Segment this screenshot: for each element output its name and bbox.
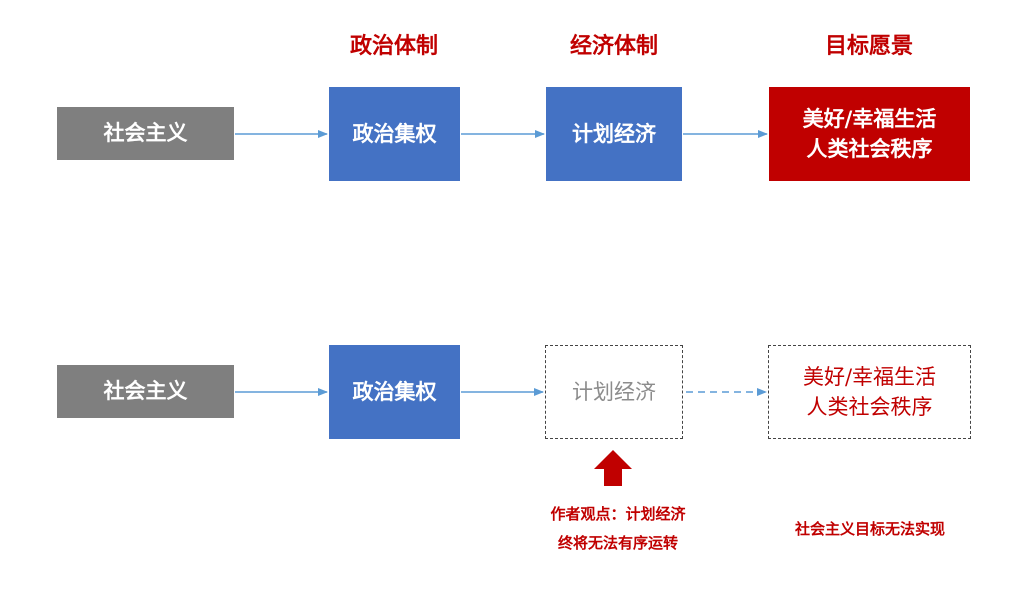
r1-planned-economy-box: 计划经济 xyxy=(546,87,682,181)
r2-planned-economy-label: 计划经济 xyxy=(572,379,656,404)
r2-socialism-label: 社会主义 xyxy=(103,378,188,404)
header-political-system: 政治体制 xyxy=(349,33,438,59)
r1-goal-line2: 人类社会秩序 xyxy=(806,136,933,161)
header-economic-system: 经济体制 xyxy=(569,33,658,59)
r2-goal-dashed-box: 美好/幸福生活 人类社会秩序 xyxy=(768,345,971,439)
r1-socialism-label: 社会主义 xyxy=(103,120,188,146)
r1-goal-line1: 美好/幸福生活 xyxy=(802,105,937,131)
author-view-note: 作者观点：计划经济 终将无法有序运转 xyxy=(513,500,723,559)
author-view-line1: 作者观点：计划经济 xyxy=(550,505,686,523)
red-up-arrow-icon xyxy=(594,450,632,486)
r2-planned-economy-dashed-box: 计划经济 xyxy=(545,345,683,439)
r1-socialism-box: 社会主义 xyxy=(57,107,234,160)
r1-goal-box: 美好/幸福生活 人类社会秩序 xyxy=(769,87,970,181)
r1-political-centralization-label: 政治集权 xyxy=(352,120,437,146)
r2-political-centralization-box: 政治集权 xyxy=(329,345,460,439)
r1-political-centralization-box: 政治集权 xyxy=(329,87,460,181)
header-goal-vision: 目标愿景 xyxy=(824,33,913,59)
r1-planned-economy-label: 计划经济 xyxy=(572,120,656,146)
r2-socialism-box: 社会主义 xyxy=(57,365,234,418)
r2-political-centralization-label: 政治集权 xyxy=(352,378,437,404)
goal-unreachable-note: 社会主义目标无法实现 xyxy=(794,520,945,538)
r2-goal-line1: 美好/幸福生活 xyxy=(802,364,937,389)
r2-goal-line2: 人类社会秩序 xyxy=(806,395,933,419)
author-view-line2: 终将无法有序运转 xyxy=(557,534,678,553)
